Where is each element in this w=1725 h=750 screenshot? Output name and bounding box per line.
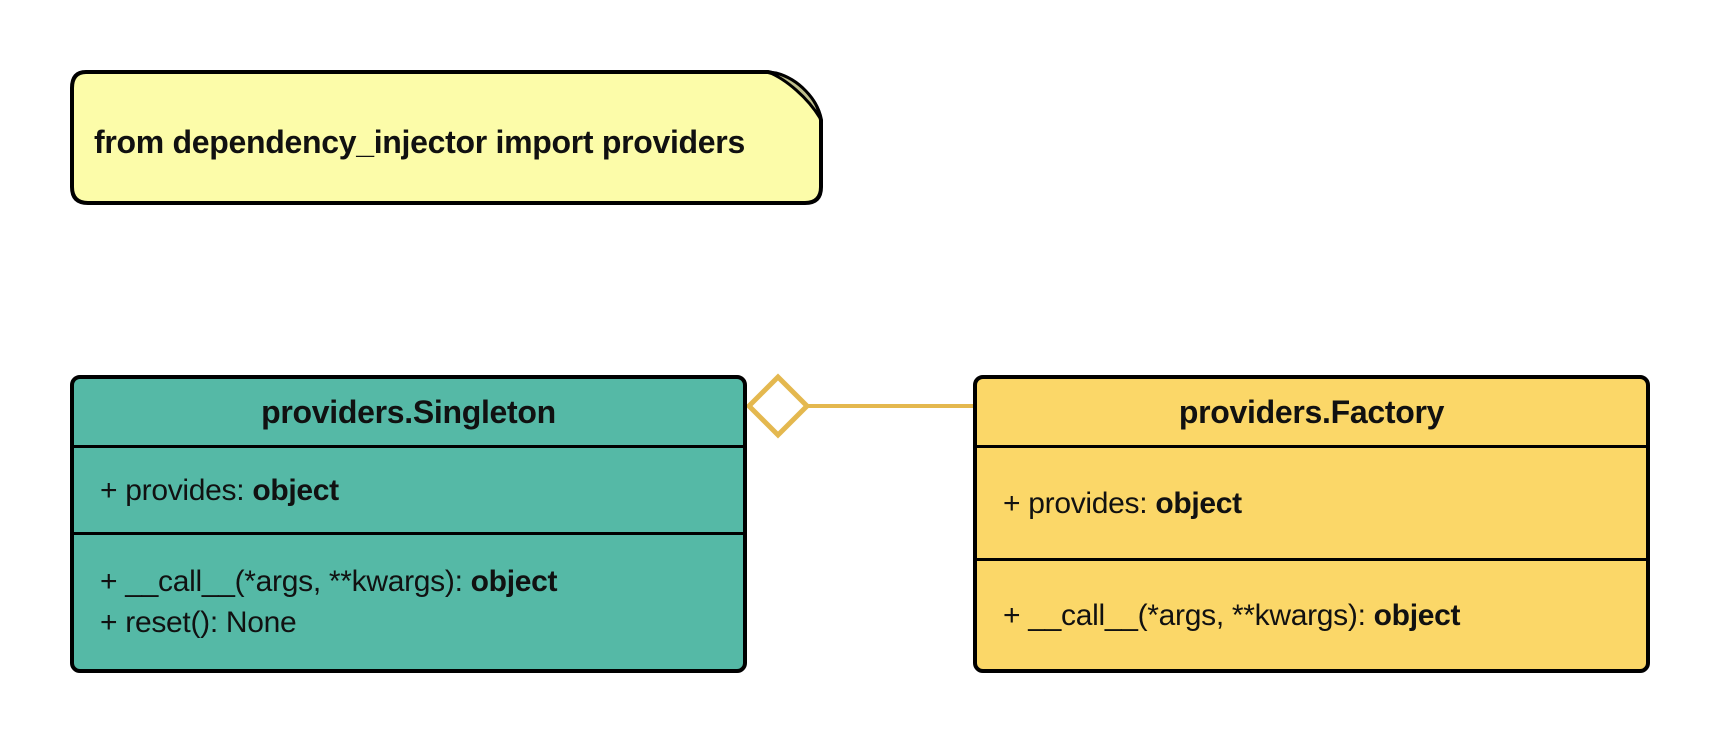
method-text: + __call__(*args, **kwargs): (100, 565, 471, 598)
method-row: + __call__(*args, **kwargs): object (1003, 595, 1646, 636)
attribute-row: + provides: object (100, 470, 743, 511)
aggregation-diamond-icon (745, 373, 811, 439)
method-row: + reset(): None (100, 602, 743, 643)
class-factory-methods: + __call__(*args, **kwargs): object (977, 561, 1646, 669)
attribute-type: object (1155, 486, 1242, 520)
attribute-text: + provides: (1003, 486, 1156, 520)
class-factory: providers.Factory + provides: object + _… (973, 375, 1650, 673)
method-text: + reset(): None (100, 606, 297, 639)
attribute-type: object (252, 473, 339, 507)
class-singleton: providers.Singleton + provides: object +… (70, 375, 747, 673)
method-return-type: object (470, 565, 558, 598)
attribute-row: + provides: object (1003, 483, 1646, 524)
class-singleton-methods: + __call__(*args, **kwargs): object + re… (74, 535, 743, 669)
note-shape (70, 70, 823, 205)
attribute-text: + provides: (100, 473, 253, 507)
note-text: from dependency_injector import provider… (94, 124, 745, 160)
class-factory-title: providers.Factory (977, 379, 1646, 448)
note: from dependency_injector import provider… (70, 70, 823, 205)
class-singleton-title: providers.Singleton (74, 379, 743, 448)
class-factory-attributes: + provides: object (977, 448, 1646, 561)
note-fold-icon (766, 70, 822, 120)
class-singleton-attributes: + provides: object (74, 448, 743, 535)
method-row: + __call__(*args, **kwargs): object (100, 561, 743, 602)
method-return-type: object (1373, 598, 1461, 632)
method-text: + __call__(*args, **kwargs): (1003, 598, 1374, 632)
